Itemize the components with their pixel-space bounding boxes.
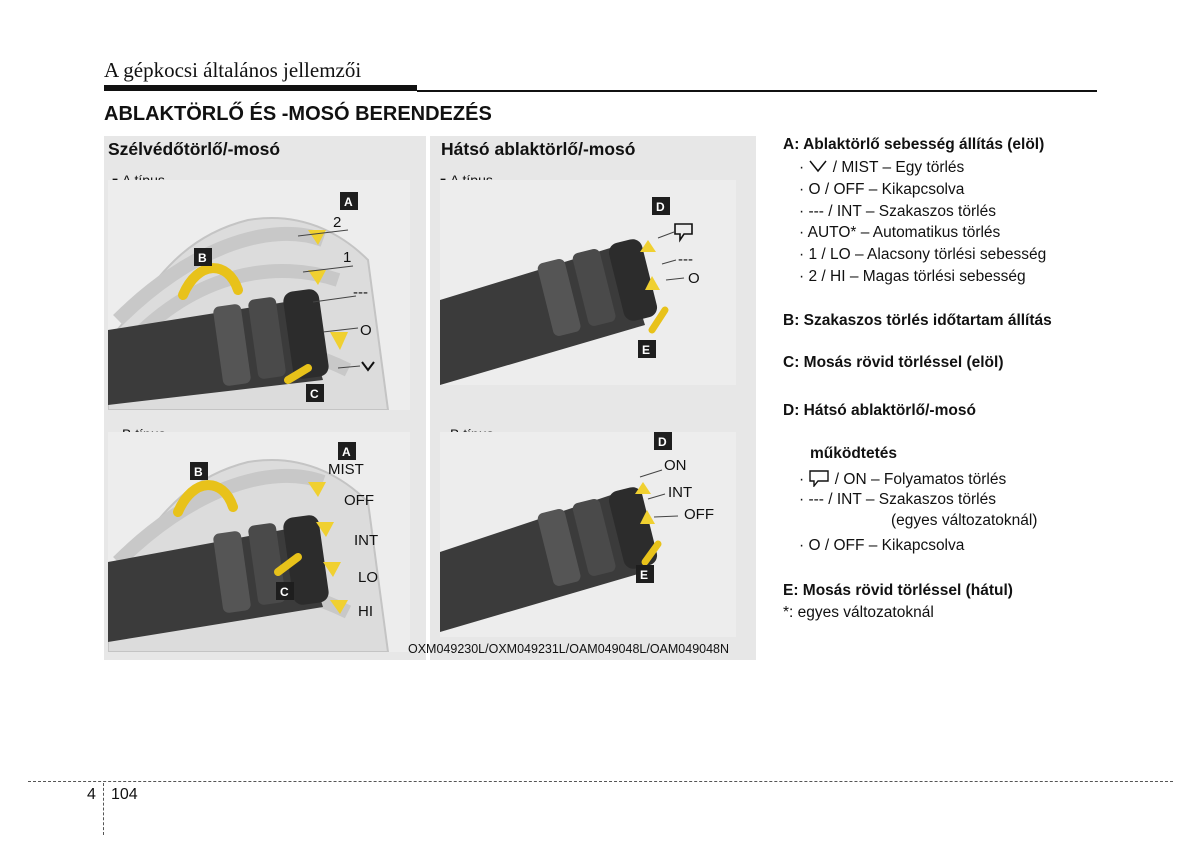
section-title: ABLAKTÖRLŐ ÉS -MOSÓ BERENDEZÉS xyxy=(104,103,492,125)
left-panel-heading: Szélvédőtörlő/-mosó xyxy=(108,139,281,159)
legend-a-item-auto: · AUTO* – Automatikus törlés xyxy=(799,224,1001,241)
rear-pos-int-b: INT xyxy=(668,484,692,501)
rear-wiper-icon xyxy=(809,470,830,488)
badge-c xyxy=(306,384,324,402)
legend-d-item-off: · O / OFF – Kikapcsolva xyxy=(799,537,965,554)
rear-pos-off: O xyxy=(688,270,700,287)
single-wipe-icon xyxy=(809,160,828,173)
chapter-number: 4 xyxy=(87,786,96,803)
badge-a-label: A xyxy=(344,195,353,209)
rear-wiper-figure-a: D E --- O xyxy=(440,180,736,385)
badge-b-label: B xyxy=(198,251,207,265)
legend-a-title: A: Ablaktörlő sebesség állítás (elöl) xyxy=(783,136,1045,153)
legend-a-item-int: · --- / INT – Szakaszos törlés xyxy=(799,203,996,220)
legend-d-title: D: Hátsó ablaktörlő/-mosó xyxy=(783,402,976,419)
legend-a-item-lo: · 1 / LO – Alacsony törlési sebesség xyxy=(799,246,1047,263)
rear-pos-int: --- xyxy=(678,251,693,268)
front-wiper-figure-b: A B C MIST OFF INT LO HI xyxy=(108,432,410,652)
pos-label-mist: MIST xyxy=(328,461,364,478)
pos-label-int: --- xyxy=(353,284,368,301)
rear-pos-on: ON xyxy=(664,457,687,474)
middle-panel-heading: Hátsó ablaktörlő/-mosó xyxy=(441,139,636,159)
badge-a xyxy=(340,192,358,210)
badge-d-label-b: D xyxy=(658,435,667,449)
legend-c-title: C: Mosás rövid törléssel (elöl) xyxy=(783,354,1004,371)
footer-vertical-divider xyxy=(103,783,104,835)
badge-c-label: C xyxy=(310,387,319,401)
legend-footnote: *: egyes változatoknál xyxy=(783,604,934,621)
badge-d-label: D xyxy=(656,200,665,214)
legend-d-item-on: · / ON – Folyamatos törlés xyxy=(799,470,1007,488)
legend-d-item-note: (egyes változatoknál) xyxy=(891,512,1038,529)
pos-label-1: 1 xyxy=(343,249,351,266)
legend-a-item-off: · O / OFF – Kikapcsolva xyxy=(799,181,965,198)
pos-label-hi: HI xyxy=(358,603,373,620)
header-rule xyxy=(417,90,1097,92)
rear-wiper-figure-b: D E ON INT OFF xyxy=(440,432,736,637)
legend-a-item-hi: · 2 / HI – Magas törlési sebesség xyxy=(799,268,1026,285)
page-number: 104 xyxy=(111,786,138,803)
footer-divider xyxy=(28,781,1173,782)
badge-c-label-b: C xyxy=(280,585,289,599)
figure-code: OXM049230L/OXM049231L/OAM049048L/OAM0490… xyxy=(408,642,730,656)
rear-pos-off-b: OFF xyxy=(684,506,714,523)
pos-label-off: O xyxy=(360,322,372,339)
badge-e-label-b: E xyxy=(640,568,648,582)
badge-e-label: E xyxy=(642,343,650,357)
header-title: A gépkocsi általános jellemzői xyxy=(104,58,362,82)
badge-b-label-b: B xyxy=(194,465,203,479)
mist-icon xyxy=(361,361,375,372)
legend-a-item-mist: · / MIST – Egy törlés xyxy=(799,159,965,176)
legend-d-item-int: · --- / INT – Szakaszos törlés xyxy=(799,491,996,508)
rear-wiper-icon xyxy=(674,223,693,243)
badge-a-label-b: A xyxy=(342,445,351,459)
pos-label-2: 2 xyxy=(333,214,341,231)
legend-e-title: E: Mosás rövid törléssel (hátul) xyxy=(783,582,1013,599)
pos-label-off-b: OFF xyxy=(344,492,374,509)
pos-label-lo: LO xyxy=(358,569,378,586)
legend-d-title-2: működtetés xyxy=(810,445,897,462)
header-bar xyxy=(104,85,417,91)
front-wiper-figure-a: A B C 2 1 --- O xyxy=(108,180,410,410)
legend-b-title: B: Szakaszos törlés időtartam állítás xyxy=(783,312,1052,329)
pos-label-int-b: INT xyxy=(354,532,378,549)
badge-b xyxy=(194,248,212,266)
